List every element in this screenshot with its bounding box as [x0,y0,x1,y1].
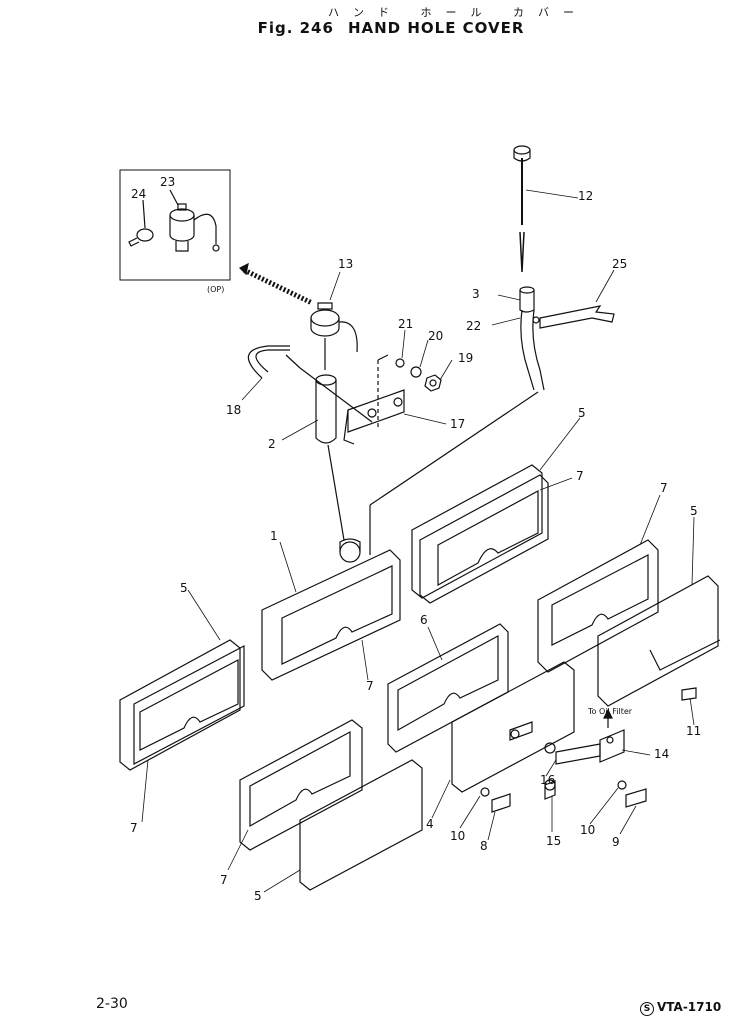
callout-5-left: 5 [180,581,188,595]
callout-10-left: 10 [450,829,465,843]
left-gasket-pair [119,639,245,771]
key-icon [128,228,154,247]
title-text: HAND HOLE COVER [347,19,525,37]
nut-washer-group [395,358,442,392]
callout-3: 3 [472,287,480,301]
callout-19: 19 [458,351,473,365]
callout-24: 24 [131,187,146,201]
callout-8: 8 [480,839,488,853]
callout-1: 1 [270,529,278,543]
callout-12: 12 [578,189,593,203]
to-oil-filter-note: To Oil Filter [587,707,633,716]
op-note: (OP) [207,285,224,294]
callout-6: 6 [420,613,428,627]
callout-7-upper: 7 [576,469,584,483]
callout-21: 21 [398,317,413,331]
callout-7-right: 7 [660,481,668,495]
leader-lines [141,189,695,893]
sender-unit-icon [310,302,358,370]
callout-9: 9 [612,835,620,849]
callout-7-center: 7 [366,679,374,693]
u-bolt-icon [247,345,373,423]
catalog-mark-icon: S [640,1002,654,1016]
callout-7-lower: 7 [220,873,228,887]
center-cover-plate [261,538,401,681]
catalog-code-text: VTA-1710 [657,1000,722,1014]
page-number: 2-30 [96,996,128,1012]
callout-14: 14 [654,747,669,761]
callout-7-left: 7 [130,821,138,835]
callout-13: 13 [338,257,353,271]
dipstick-guide-icon [369,286,545,555]
dipstick-icon [513,145,531,273]
callout-4: 4 [426,817,434,831]
callout-16: 16 [540,773,555,787]
middle-gasket [387,623,509,753]
callout-15: 15 [546,834,561,848]
callout-18: 18 [226,403,241,417]
right-gasket-and-plate [537,539,721,707]
cover-with-fitting [451,661,575,793]
callout-25: 25 [612,257,627,271]
wiring-harness [238,262,314,306]
callout-20: 20 [428,329,443,343]
japanese-title: ハンド ホール カバー [328,6,588,19]
oil-line-fittings [480,687,697,813]
bracket-icon [343,354,405,445]
upper-gasket-and-plate [411,464,549,604]
optional-switch-group [119,169,231,281]
stay-bracket-icon [539,305,615,329]
callout-23: 23 [160,175,175,189]
lower-gasket-and-cover [239,719,423,891]
callout-22: 22 [466,319,481,333]
callout-11: 11 [686,724,701,738]
callout-5-lower: 5 [254,889,262,903]
callout-17: 17 [450,417,465,431]
callout-labels: 23 24 (OP) 12 13 25 3 22 21 20 19 18 2 1… [130,175,701,903]
callout-5-right: 5 [690,504,698,518]
fig-label: Fig. 246 [257,19,334,37]
callout-5-upper: 5 [578,406,586,420]
callout-2: 2 [268,437,276,451]
callout-10-right: 10 [580,823,595,837]
key-switch-icon [169,203,220,252]
figure-title: Fig. 246 HAND HOLE COVER [30,19,736,37]
pipe-icon [315,374,345,541]
